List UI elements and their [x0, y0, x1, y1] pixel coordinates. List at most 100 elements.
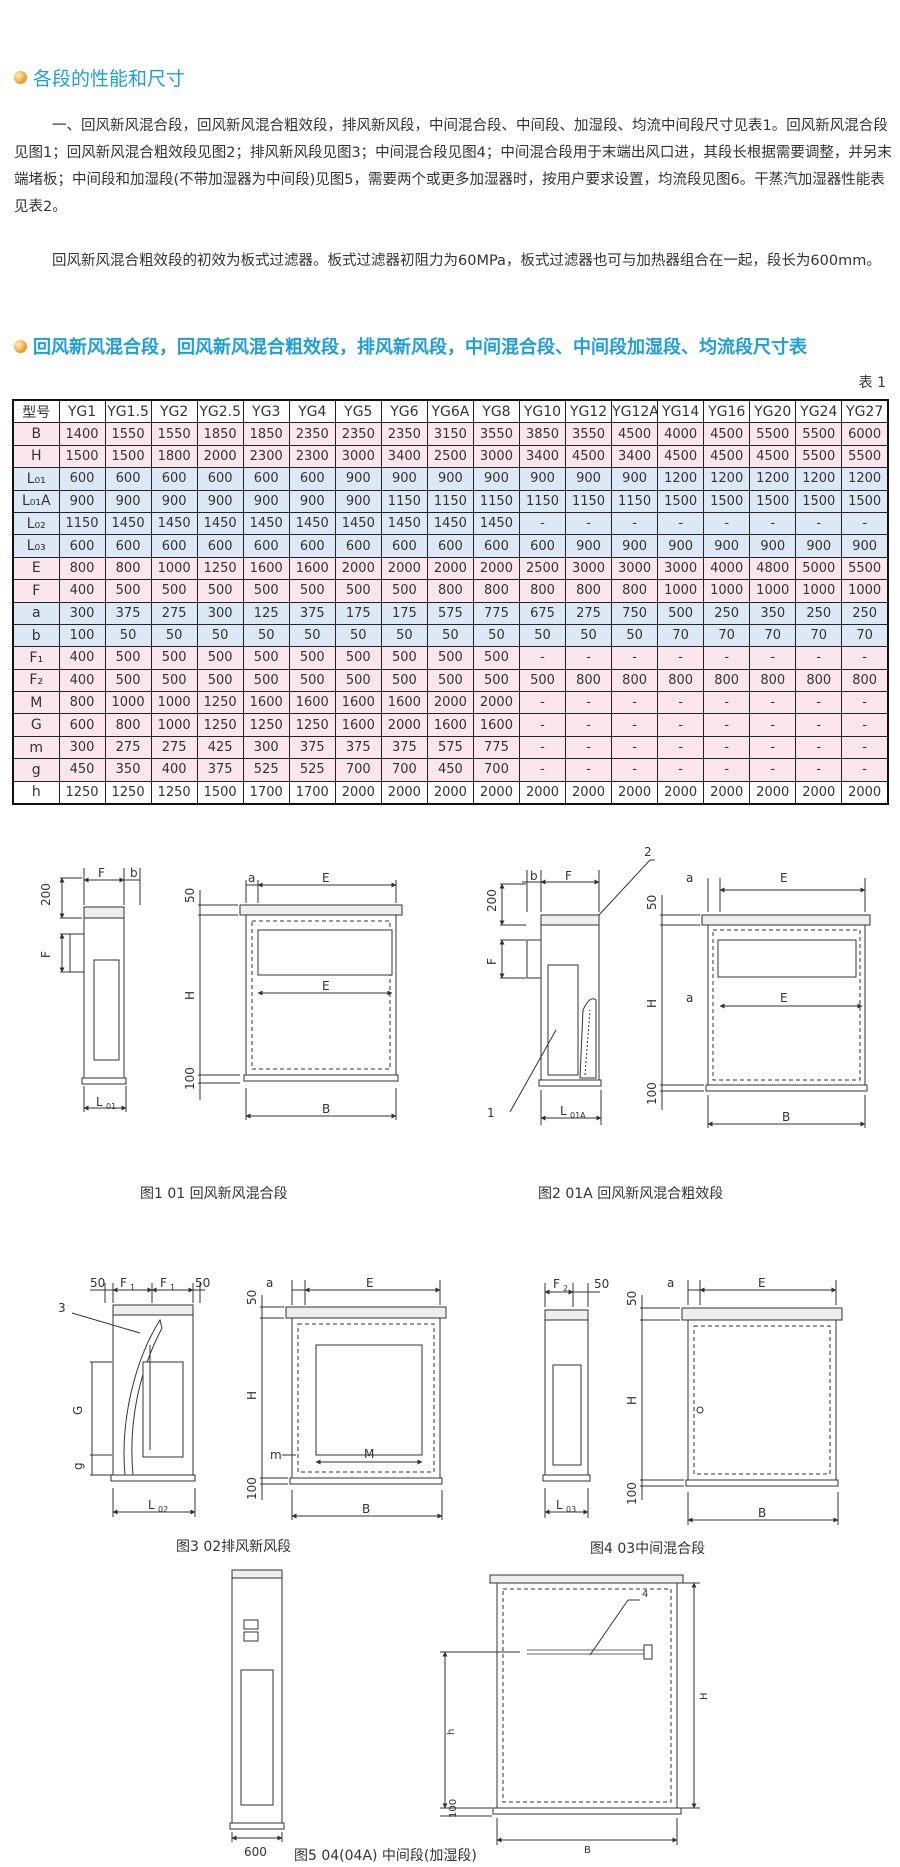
table-cell: 2000	[426, 691, 474, 715]
table-cell: 700	[334, 758, 382, 782]
table-cell: 800	[841, 668, 889, 693]
table-cell: 1550	[150, 422, 198, 446]
table-cell: 1600	[472, 713, 520, 737]
table-cell: 4000	[657, 422, 705, 446]
dim-100: 100	[625, 1482, 639, 1505]
dim-sub: 1	[170, 1283, 175, 1292]
table-cell: 50	[150, 623, 198, 648]
table-cell: -	[795, 735, 843, 760]
table-cell: 50	[380, 623, 428, 648]
table-cell: 2500	[518, 556, 567, 581]
table-cell: 4500	[611, 422, 659, 446]
table-cell: 600	[288, 467, 336, 491]
fig3-caption: 图3 02排风新风段	[176, 1539, 292, 1555]
table-cell: -	[841, 758, 889, 782]
table-cell: 1450	[104, 511, 152, 536]
table-cell: -	[749, 713, 797, 737]
dim-50: 50	[183, 888, 197, 903]
table-cell: 2000	[196, 444, 244, 469]
table-cell: 100	[58, 623, 106, 648]
table-cell: 1000	[150, 713, 198, 737]
table-cell: 4500	[749, 444, 797, 469]
dim-a: a	[686, 991, 693, 1005]
table-cell: -	[611, 646, 659, 670]
table-cell: 50	[242, 623, 290, 648]
table-cell: 50	[518, 623, 567, 648]
table-cell: 800	[518, 579, 567, 603]
table-cell: 250	[841, 601, 889, 625]
table-cell: 500	[104, 646, 152, 670]
table-cell: 375	[196, 758, 244, 782]
row-label: E	[12, 556, 60, 581]
dim-E: E	[322, 979, 330, 993]
table-cell: 500	[242, 668, 290, 693]
dim-F1: F	[160, 1276, 167, 1290]
table-cell: 900	[749, 534, 797, 558]
table-cell: 1150	[426, 489, 474, 513]
callout-1: 1	[487, 1106, 495, 1120]
table-cell: -	[611, 511, 659, 536]
table-cell: 2350	[334, 422, 382, 446]
dim-F: F	[39, 951, 53, 958]
table-cell: 1500	[795, 489, 843, 513]
table-cell: 2000	[611, 780, 659, 805]
table-cell: 900	[703, 534, 751, 558]
header-model: YG1	[58, 399, 106, 424]
dim-sub: 02	[158, 1505, 168, 1514]
dim-E: E	[780, 871, 788, 885]
table-cell: 450	[58, 758, 106, 782]
table-cell: 800	[565, 579, 613, 603]
table-cell: 300	[196, 601, 244, 625]
table-cell: 2000	[841, 780, 889, 805]
row-label: L₀₃	[12, 534, 60, 558]
table-cell: 1000	[841, 579, 889, 603]
dim-50: 50	[625, 1291, 639, 1306]
table-cell: 1600	[242, 691, 290, 715]
dim-B: B	[758, 1506, 766, 1520]
table-cell: 3400	[380, 444, 428, 469]
dim-H: H	[645, 999, 659, 1008]
dim-m: m	[270, 1448, 282, 1462]
table-cell: 900	[196, 489, 244, 513]
table-cell: -	[657, 735, 705, 760]
table-cell: 500	[380, 646, 428, 670]
table-cell: 1500	[657, 489, 705, 513]
table-cell: 1250	[150, 780, 198, 805]
table-cell: 600	[104, 534, 152, 558]
table-cell: 900	[58, 489, 106, 513]
table-cell: 3850	[518, 422, 567, 446]
table-cell: 1550	[104, 422, 152, 446]
bullet-icon	[14, 339, 27, 353]
dim-200: 200	[485, 889, 499, 912]
table-cell: 4500	[657, 444, 705, 469]
table-cell: 600	[426, 534, 474, 558]
table-cell: -	[703, 713, 751, 737]
table-cell: 1150	[472, 489, 520, 513]
table-cell: 50	[196, 623, 244, 648]
header-model: YG16	[703, 399, 751, 424]
header-model: YG2	[150, 399, 198, 424]
table-cell: 2000	[334, 780, 382, 805]
table-cell: -	[518, 713, 567, 737]
table-cell: 1600	[288, 556, 336, 581]
table-cell: 375	[288, 601, 336, 625]
table-cell: 2000	[380, 713, 428, 737]
dim-100: 100	[645, 1082, 659, 1105]
dim-G: G	[71, 1406, 85, 1415]
table-cell: 500	[150, 646, 198, 670]
table-cell: 500	[288, 646, 336, 670]
table-cell: 1600	[334, 691, 382, 715]
table-cell: 2000	[657, 780, 705, 805]
table-cell: 2000	[703, 780, 751, 805]
table-cell: 1450	[334, 511, 382, 536]
row-label: M	[12, 691, 60, 715]
fig2-front-view	[660, 878, 871, 1128]
fig1-front-view	[198, 880, 403, 1120]
table-cell: -	[611, 713, 659, 737]
table-cell: 1150	[518, 489, 567, 513]
dim-M: M	[364, 1447, 374, 1461]
